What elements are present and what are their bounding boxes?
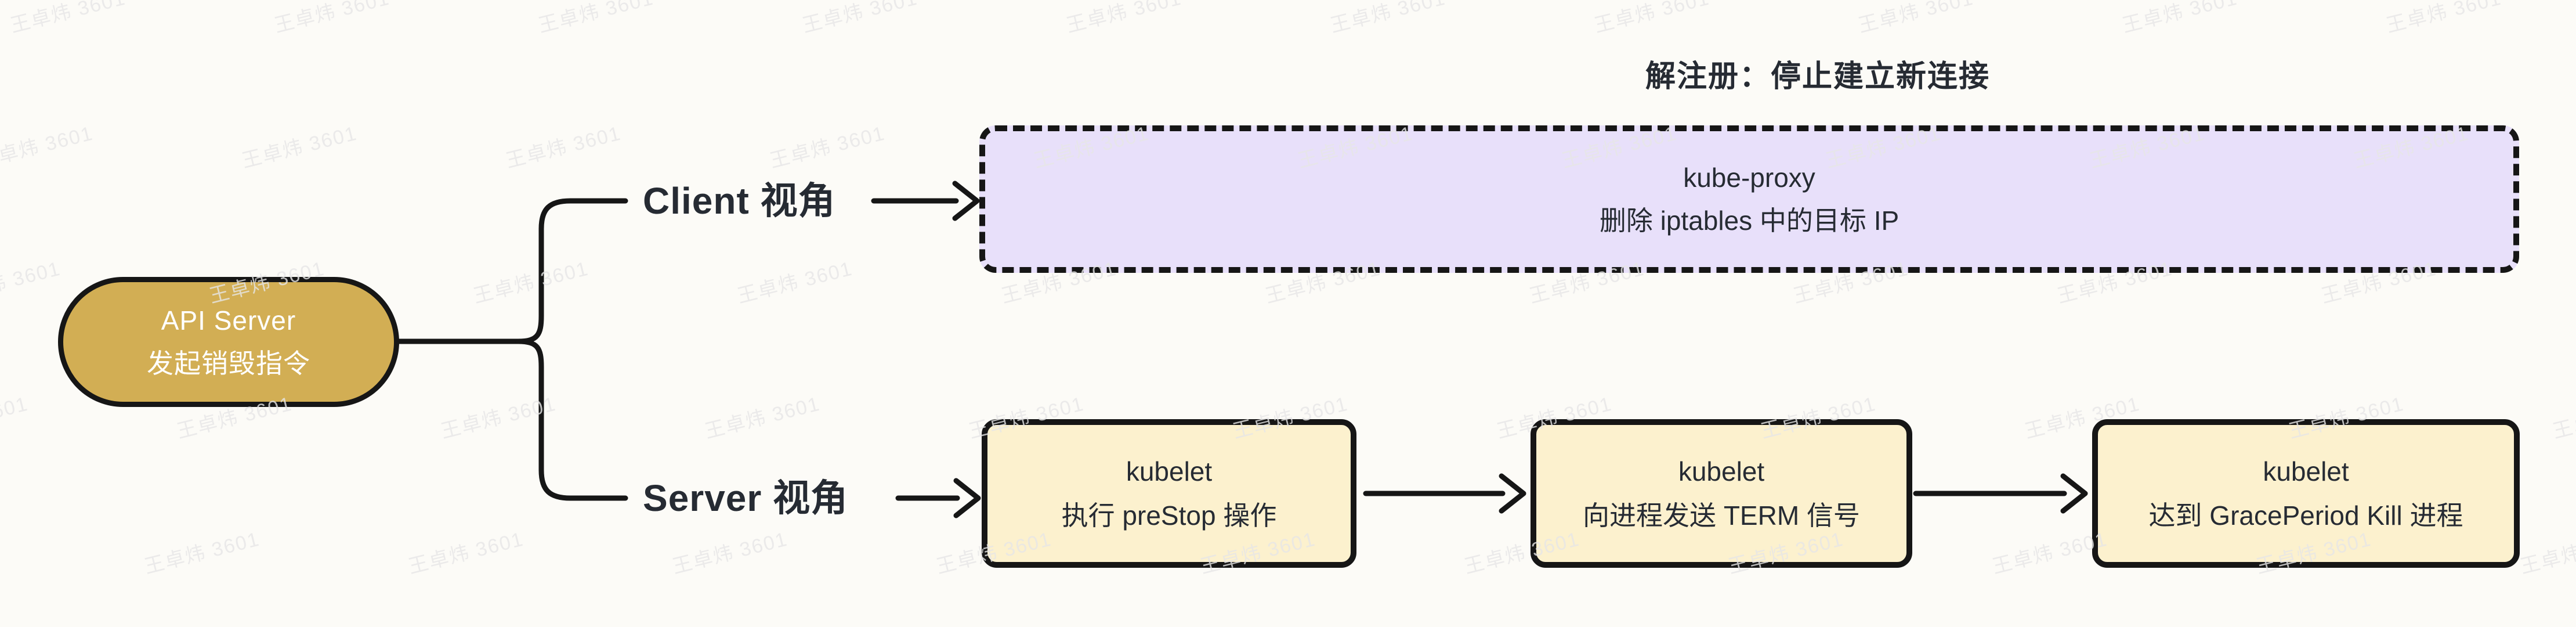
- branch-curve-server: [515, 338, 628, 501]
- api-server-subtitle: 发起销毁指令: [147, 348, 310, 379]
- server-branch-label: Server 视角: [643, 477, 849, 519]
- kubelet-kill-node: kubelet 达到 GracePeriod Kill 进程: [2092, 419, 2520, 568]
- api-server-title: API Server: [161, 305, 296, 336]
- kubelet-term-subtitle: 向进程发送 TERM 信号: [1583, 500, 1860, 531]
- client-branch-label: Client 视角: [643, 180, 836, 222]
- kubelet-prestop-node: kubelet 执行 preStop 操作: [982, 419, 1356, 568]
- kube-proxy-title: kube-proxy: [1683, 163, 1815, 193]
- server-arrowhead-icon: [953, 478, 981, 518]
- kubelet-kill-title: kubelet: [2263, 456, 2349, 487]
- kubelet-term-title: kubelet: [1678, 456, 1765, 487]
- api-server-node: API Server 发起销毁指令: [58, 277, 399, 407]
- kubelet-prestop-title: kubelet: [1126, 456, 1213, 487]
- deregister-annotation: 解注册：停止建立新连接: [1645, 60, 1991, 93]
- kubelet-prestop-subtitle: 执行 preStop 操作: [1061, 500, 1277, 531]
- kubelet-term-node: kubelet 向进程发送 TERM 信号: [1531, 419, 1912, 568]
- kube-proxy-node: kube-proxy 删除 iptables 中的目标 IP: [979, 125, 2519, 273]
- kube-proxy-subtitle: 删除 iptables 中的目标 IP: [1599, 206, 1900, 236]
- arrowhead-kill-icon: [2060, 473, 2088, 514]
- client-arrowhead-icon: [952, 181, 980, 221]
- branch-curve-client: [515, 198, 628, 344]
- arrowhead-term-icon: [1499, 473, 1526, 514]
- kubelet-kill-subtitle: 达到 GracePeriod Kill 进程: [2148, 500, 2463, 531]
